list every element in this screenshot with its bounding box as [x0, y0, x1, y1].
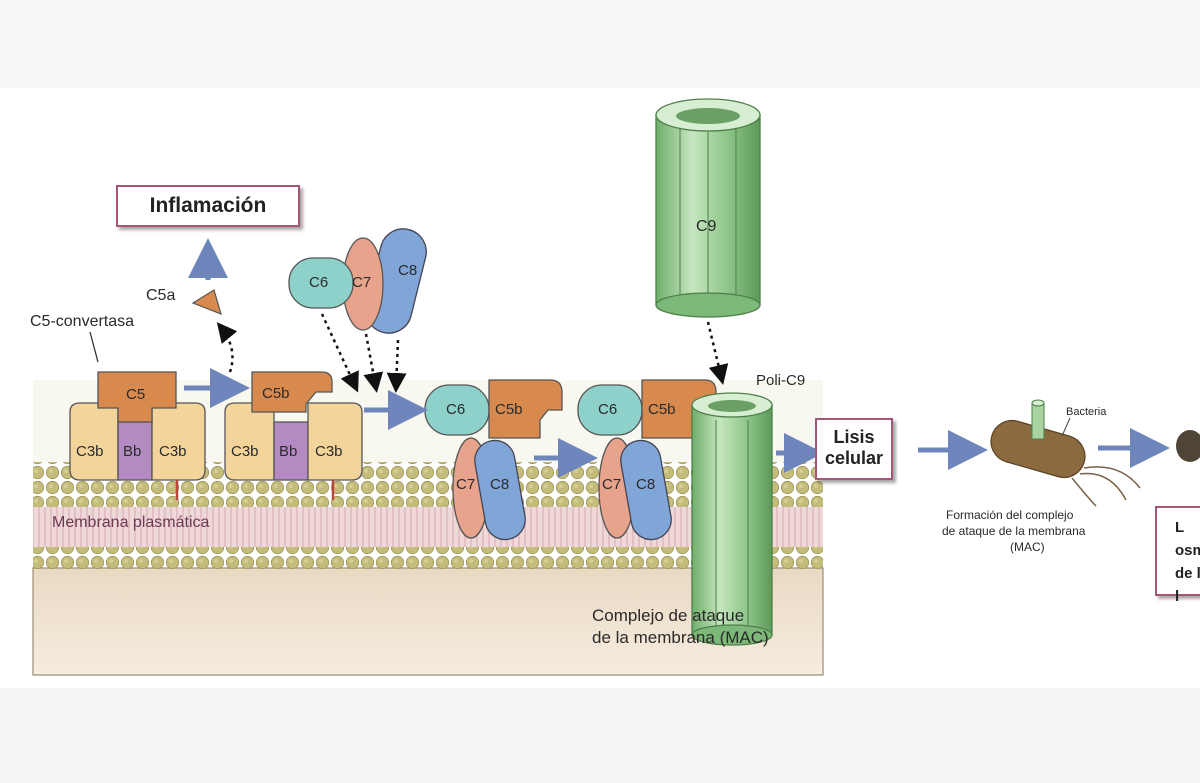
dotted-arrow-c9 [706, 321, 729, 385]
c5b-label-2: C5b [495, 401, 523, 418]
dotted-arrow-c8 [386, 339, 407, 393]
lysed-bacteria [1176, 430, 1200, 462]
right-panel [900, 385, 1200, 615]
c8-label-1: C8 [490, 476, 510, 493]
formation-label-line3: (MAC) [1010, 540, 1045, 554]
free-c6-c7-c8 [288, 228, 427, 334]
poly-c9-pore [691, 392, 773, 646]
poly-c9-column-body [691, 404, 773, 636]
c5-convertase-complex [69, 371, 206, 500]
osmotic-label-line3: de la l [1175, 565, 1200, 605]
poly-c9-bottom [691, 624, 773, 646]
bacteria-label-leader [1061, 417, 1071, 437]
membrane-label: Membrana plasmática [52, 514, 210, 531]
polyc9-label: Poli-C9 [756, 372, 806, 389]
c3b-label-2b: C3b [315, 443, 343, 460]
c6-label-1: C6 [446, 401, 466, 418]
binding-arrows [216, 313, 729, 393]
formation-label-line1: Formación del complejo [946, 508, 1074, 522]
c8-label-2: C8 [636, 476, 656, 493]
dotted-arrow-c5a-release [216, 322, 238, 373]
c6-protein-free [288, 257, 354, 309]
c9-label: C9 [696, 218, 717, 235]
bb-label-1: Bb [123, 443, 142, 460]
osmotic-lysis-box: L osm de la l [1155, 506, 1200, 605]
c5b-c6-c7-c8-complex [424, 379, 563, 541]
c7-label-free: C7 [352, 274, 372, 291]
c5-protein [97, 371, 177, 423]
c7-label-1: C7 [456, 476, 476, 493]
dotted-arrow-c7 [363, 333, 384, 393]
inflammation-label: Inflamación [149, 194, 267, 217]
mac-label-line2: de la membrana (MAC) [592, 628, 769, 647]
c5-convertase-leader [89, 331, 99, 363]
mac-label-line1: Complejo de ataque [592, 606, 745, 625]
c3b-block-left-1 [69, 402, 119, 481]
c8-label-free: C8 [398, 262, 418, 279]
c3b-label-2a: C3b [231, 443, 259, 460]
c3b-block-right-1 [151, 402, 206, 481]
c3b-block-left-2 [224, 402, 275, 481]
bacteria-mac-pore [1031, 402, 1045, 440]
osmotic-label-line1: L [1175, 519, 1185, 536]
bacteria-flagella [1071, 466, 1141, 507]
bacteria-mac-pore-top [1031, 399, 1045, 407]
c8-protein-1 [474, 439, 526, 541]
c9-bottom [655, 292, 761, 318]
c3b-label-1b: C3b [159, 443, 187, 460]
c3b-block-right-2 [307, 402, 363, 481]
c3b-label-1a: C3b [76, 443, 104, 460]
c7-label-2: C7 [602, 476, 622, 493]
c5-convertase-label: C5-convertasa [30, 313, 135, 330]
bacteria-illustration [990, 399, 1200, 507]
c5b-c8-poly-c9-complex [577, 379, 717, 541]
c9-column [655, 98, 761, 318]
bb-label-2: Bb [279, 443, 298, 460]
c5-label: C5 [126, 386, 146, 403]
c5b-protein-1 [251, 371, 333, 413]
lipid-tails-lines [33, 507, 823, 547]
cytoplasm-block [32, 567, 824, 676]
osmotic-label-line2: osm [1175, 542, 1200, 559]
inner-lipid-heads [33, 547, 823, 569]
c8-protein-2 [620, 439, 672, 541]
top-band [0, 0, 1200, 88]
c9-top-hole [676, 108, 740, 124]
lysis-label-line1: Lisis [833, 427, 875, 447]
lysis-box: Lisis celular [815, 418, 893, 480]
bacteria-label: Bacteria [1066, 406, 1107, 418]
inflammation-box: Inflamación [116, 185, 300, 227]
c5b-label-3: C5b [648, 401, 676, 418]
c5a-fragment [191, 289, 222, 316]
formation-label-line2: de ataque de la membrana [942, 524, 1086, 538]
poly-c9-top-hole [708, 400, 756, 412]
c6-label-2: C6 [598, 401, 618, 418]
c5a-label: C5a [146, 287, 176, 304]
c5b-convertase-complex [224, 371, 363, 500]
lysis-label-line2: celular [824, 448, 884, 468]
c5b-protein-2 [488, 379, 563, 439]
c6-label-free: C6 [309, 274, 329, 291]
flow-arrows [184, 238, 1170, 478]
c5b-label-1: C5b [262, 385, 290, 402]
